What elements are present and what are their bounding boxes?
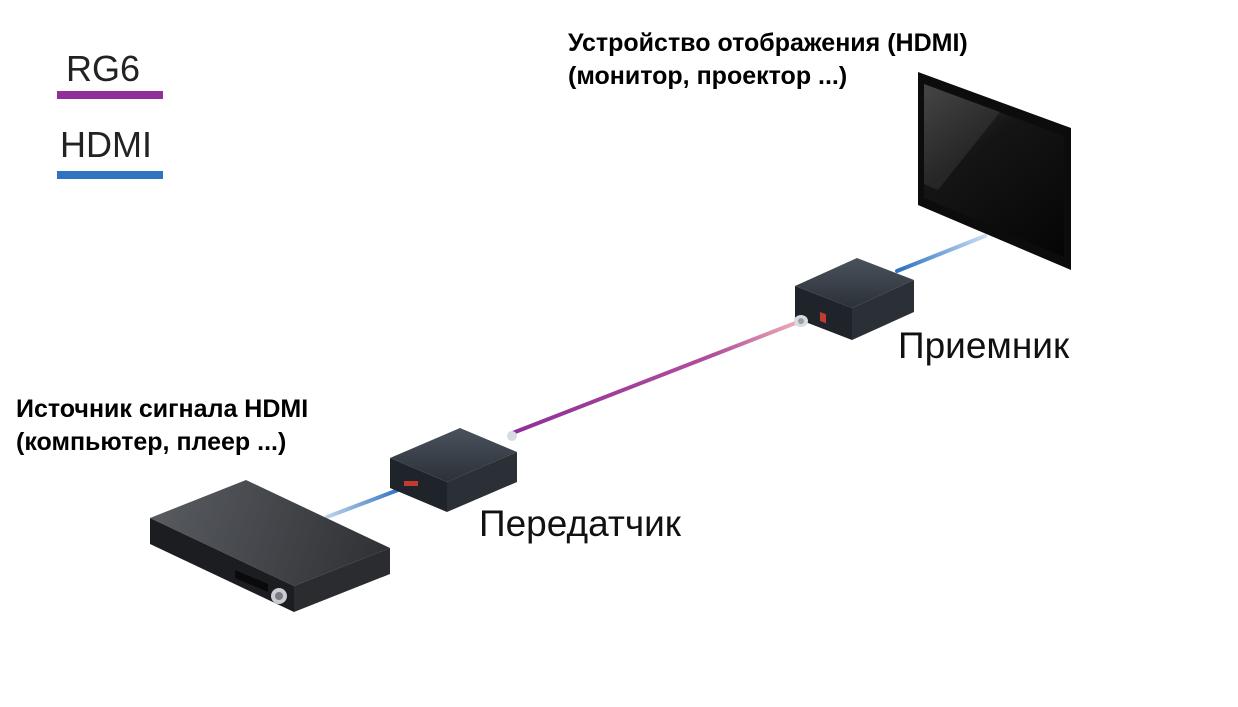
media-player-icon (150, 480, 390, 612)
legend-hdmi-swatch (57, 171, 163, 179)
display-title-line2: (монитор, проектор ...) (568, 62, 848, 90)
source-title-line1: Источник сигнала HDMI (16, 395, 309, 423)
transmitter-label: Передатчик (479, 503, 681, 544)
source-title: Источник сигнала HDMI (компьютер, плеер … (16, 393, 308, 459)
legend-rg6-label: RG6 (66, 48, 141, 89)
receiver-device-icon (794, 258, 914, 340)
legend-rg6-swatch (57, 91, 163, 99)
display-title-line1: Устройство отображения (HDMI) (568, 29, 968, 57)
receiver-label: Приемник (898, 325, 1070, 366)
hdmi-cable-source (325, 488, 400, 519)
source-title-line2: (компьютер, плеер ...) (16, 428, 287, 456)
display-title: Устройство отображения (HDMI) (монитор, … (568, 27, 968, 93)
rg6-cable (508, 320, 800, 436)
legend-hdmi-label: HDMI (60, 124, 152, 165)
hdmi-cable-display (895, 234, 987, 273)
transmitter-device-icon (390, 428, 517, 512)
monitor-icon (918, 72, 1071, 270)
